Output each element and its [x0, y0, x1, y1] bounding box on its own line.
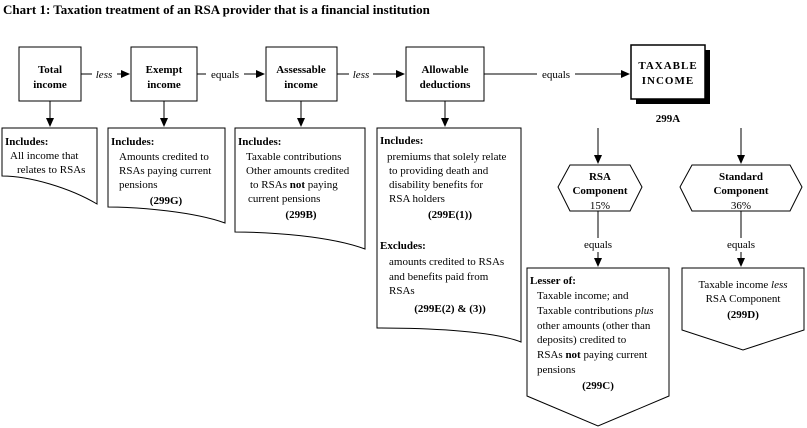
- hex-standard-component: Standard Component 36%: [679, 164, 803, 212]
- svg-text:Includes:: Includes:: [111, 136, 154, 148]
- svg-text:amounts credited to RSAs: amounts credited to RSAs: [389, 256, 504, 268]
- svg-text:Other amounts credited: Other amounts credited: [246, 165, 350, 177]
- svg-text:Allowable: Allowable: [421, 64, 468, 76]
- svg-text:(299E(2) & (3)): (299E(2) & (3)): [414, 303, 486, 315]
- svg-text:Component: Component: [713, 185, 768, 197]
- lesser-of-box: Lesser of: Taxable income; and Taxable c…: [526, 267, 670, 427]
- svg-text:Amounts credited to: Amounts credited to: [119, 151, 209, 163]
- svg-text:equals: equals: [584, 239, 612, 251]
- connector-equals-std: equals: [727, 211, 755, 267]
- svg-text:current pensions: current pensions: [248, 193, 320, 205]
- svg-text:(299E(1)): (299E(1)): [428, 209, 472, 221]
- svg-text:Standard: Standard: [719, 171, 763, 183]
- note-assessable-income: Includes: Taxable contributions Other am…: [234, 127, 366, 250]
- svg-text:Taxable income; and: Taxable income; and: [537, 290, 629, 302]
- svg-text:deposits) credited to: deposits) credited to: [537, 334, 627, 346]
- svg-text:equals: equals: [727, 239, 755, 251]
- ref-299a: 299A: [656, 113, 681, 125]
- hex-rsa-component: RSA Component 15%: [557, 164, 643, 212]
- svg-text:(299G): (299G): [150, 195, 183, 207]
- svg-text:Component: Component: [572, 185, 627, 197]
- svg-text:pensions: pensions: [537, 364, 576, 376]
- svg-text:premiums that solely relate: premiums that solely relate: [387, 151, 507, 163]
- svg-text:Total: Total: [38, 64, 62, 76]
- svg-text:pensions: pensions: [119, 179, 158, 191]
- svg-text:15%: 15%: [590, 200, 610, 212]
- svg-text:All income that: All income that: [10, 150, 78, 162]
- connector-less-1: less: [81, 69, 130, 81]
- svg-text:(299B): (299B): [285, 209, 317, 221]
- svg-text:Includes:: Includes:: [380, 135, 423, 147]
- svg-text:Taxable contributions plus: Taxable contributions plus: [537, 305, 654, 317]
- svg-text:(299C): (299C): [582, 380, 614, 392]
- box-taxable-income: TAXABLE INCOME: [630, 44, 710, 104]
- svg-text:and benefits paid from: and benefits paid from: [389, 271, 489, 283]
- box-allowable-deductions: Allowable deductions: [405, 46, 485, 102]
- note-exempt-income: Includes: Amounts credited to RSAs payin…: [107, 127, 226, 224]
- svg-text:Excludes:: Excludes:: [380, 240, 426, 252]
- svg-text:deductions: deductions: [420, 79, 471, 91]
- svg-text:Includes:: Includes:: [238, 136, 281, 148]
- svg-text:disability benefits for: disability benefits for: [389, 179, 483, 191]
- svg-text:to providing death and: to providing death and: [389, 165, 489, 177]
- svg-text:(299D): (299D): [727, 309, 759, 321]
- svg-text:equals: equals: [542, 69, 570, 81]
- svg-text:other amounts (other than: other amounts (other than: [537, 320, 651, 332]
- standard-note-box: Taxable income less RSA Component (299D): [681, 267, 805, 351]
- box-assessable-income: Assessable income: [265, 46, 338, 102]
- svg-text:less: less: [96, 69, 113, 81]
- note-total-income: Includes: All income that relates to RSA…: [1, 127, 98, 205]
- svg-text:income: income: [147, 79, 181, 91]
- svg-text:Taxable contributions: Taxable contributions: [246, 151, 341, 163]
- chart-title: Chart 1: Taxation treatment of an RSA pr…: [3, 2, 431, 17]
- svg-text:Exempt: Exempt: [146, 64, 183, 76]
- svg-text:TAXABLE: TAXABLE: [638, 60, 697, 72]
- svg-text:Lesser of:: Lesser of:: [530, 275, 576, 287]
- connector-less-2: less: [337, 69, 405, 81]
- svg-text:RSAs: RSAs: [389, 285, 415, 297]
- svg-text:RSA: RSA: [589, 171, 611, 183]
- note-allowable-deductions: Includes: premiums that solely relate to…: [376, 127, 522, 343]
- svg-text:less: less: [353, 69, 370, 81]
- connector-equals-2: equals: [484, 69, 630, 81]
- svg-text:36%: 36%: [731, 200, 751, 212]
- svg-text:RSAs not paying current: RSAs not paying current: [537, 349, 647, 361]
- svg-text:Assessable: Assessable: [276, 64, 326, 76]
- svg-text:INCOME: INCOME: [642, 75, 694, 87]
- connector-equals-1: equals: [197, 69, 265, 81]
- svg-text:relates to RSAs: relates to RSAs: [17, 164, 85, 176]
- svg-text:Taxable income less: Taxable income less: [698, 279, 787, 291]
- svg-text:income: income: [33, 79, 67, 91]
- svg-text:Includes:: Includes:: [5, 136, 48, 148]
- connector-equals-rsa: equals: [584, 211, 612, 267]
- svg-text:RSAs paying current: RSAs paying current: [119, 165, 211, 177]
- svg-text:to RSAs not paying: to RSAs not paying: [250, 179, 338, 191]
- box-total-income: Total income: [18, 46, 82, 102]
- box-exempt-income: Exempt income: [130, 46, 198, 102]
- svg-text:RSA Component: RSA Component: [706, 293, 781, 305]
- svg-text:equals: equals: [211, 69, 239, 81]
- svg-text:RSA holders: RSA holders: [389, 193, 445, 205]
- svg-text:income: income: [284, 79, 318, 91]
